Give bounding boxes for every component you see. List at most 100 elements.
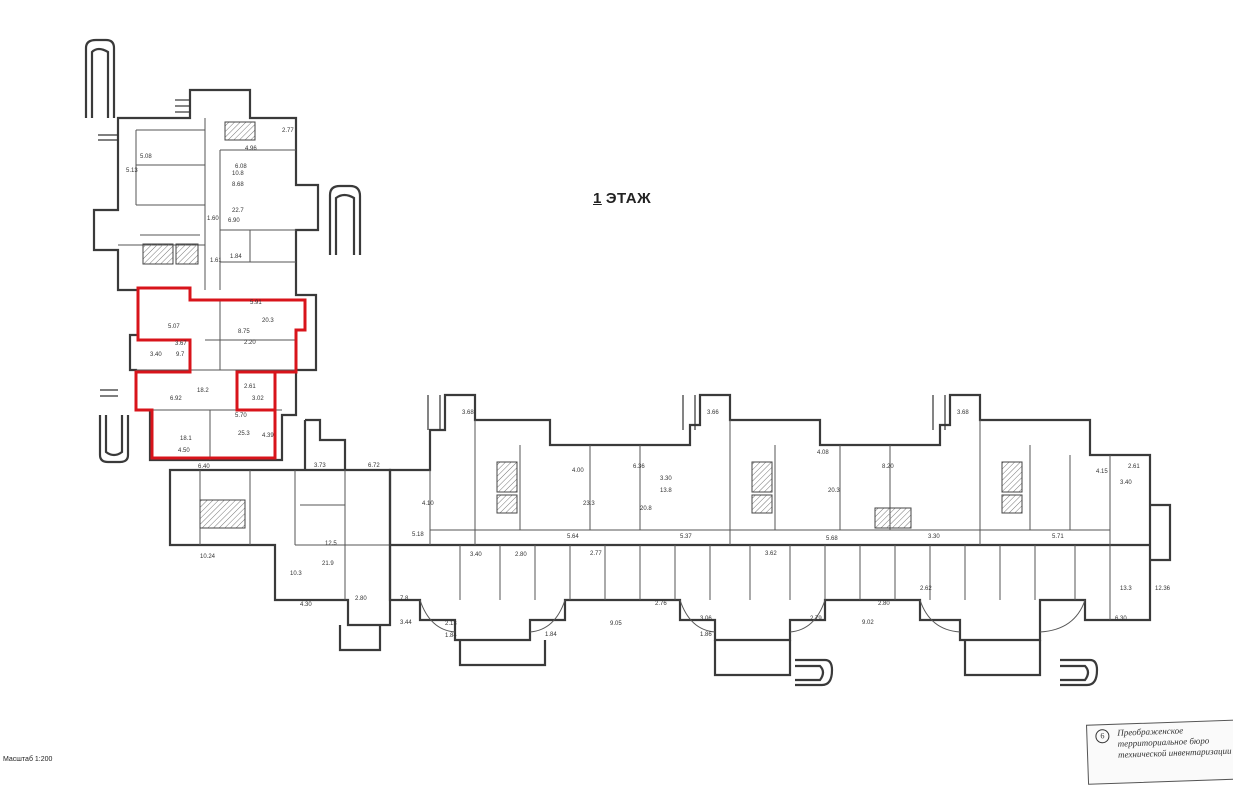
room-label: 12.5	[325, 541, 337, 547]
room-label: 1.84	[445, 633, 457, 639]
main-wing-partitions	[429, 420, 1111, 620]
room-label: 2.80	[355, 596, 367, 602]
room-label: 4.15	[1096, 469, 1108, 475]
bottom-ramp-2	[1060, 658, 1099, 687]
room-label: 3.66	[707, 410, 719, 416]
room-label: 2.77	[282, 128, 294, 134]
room-label: 23.3	[583, 501, 595, 507]
room-label: 4.08	[817, 450, 829, 456]
room-label: 4.00	[572, 468, 584, 474]
room-label: 2.80	[878, 601, 890, 607]
left-wing-outline	[92, 88, 320, 462]
room-label: 1.60	[207, 216, 219, 222]
room-label: 3.30	[928, 534, 940, 540]
room-label: 9.02	[862, 620, 874, 626]
room-label: 3.40	[1120, 480, 1132, 486]
room-label: 3.06	[700, 616, 712, 622]
floor-label: ЭТАЖ	[605, 190, 652, 207]
room-label: 2.20	[244, 340, 256, 346]
room-label: 5.08	[140, 154, 152, 160]
bay-windows	[419, 599, 1086, 633]
highlighted-room-small	[235, 370, 277, 412]
room-label: 25.3	[238, 431, 250, 437]
room-label: 5.68	[826, 536, 838, 542]
floor-number: 1	[593, 190, 602, 207]
room-label: 3.68	[462, 410, 474, 416]
room-label: 5.64	[567, 534, 579, 540]
room-label: 4.50	[178, 448, 190, 454]
central-stair	[874, 507, 912, 529]
room-label: 13.8	[660, 488, 672, 494]
elevator-2	[751, 494, 773, 514]
room-label: 2.62	[920, 586, 932, 592]
room-label: 2.13	[445, 621, 457, 627]
left-wing-elevator	[175, 243, 199, 265]
room-label: 5.13	[126, 168, 138, 174]
room-label: 5.91	[250, 300, 262, 306]
room-label: 2.79	[810, 616, 822, 622]
room-label: 20.8	[640, 506, 652, 512]
room-label: 2.61	[1128, 464, 1140, 470]
room-label: 2.80	[515, 552, 527, 558]
connector-stairwell	[199, 499, 246, 529]
room-label: 3.44	[400, 620, 412, 626]
room-labels: 5.08 5.13 4.96 2.77 10.8 8.68 6.08 22.7 6.90 1.60…	[126, 128, 1171, 639]
room-label: 6.40	[198, 464, 210, 470]
room-label: 3.30	[660, 476, 672, 482]
room-label: 20.3	[828, 488, 840, 494]
stair-core-1	[496, 461, 518, 493]
room-label: 2.76	[655, 601, 667, 607]
room-label: 13.3	[1120, 586, 1132, 592]
room-label: 3.73	[314, 463, 326, 469]
room-label: 5.70	[235, 413, 247, 419]
room-label: 6.90	[228, 218, 240, 224]
room-label: 21.9	[322, 561, 334, 567]
scale-label: Масштаб 1:200	[3, 756, 53, 763]
room-label: 5.37	[680, 534, 692, 540]
room-label: 8.20	[882, 464, 894, 470]
room-label: 20.3	[262, 318, 274, 324]
room-label: 1.84	[230, 254, 242, 260]
left-wing-stairs	[98, 99, 190, 397]
room-label: 1.86	[700, 632, 712, 638]
room-label: 9.05	[610, 621, 622, 627]
bottom-ramp-1	[795, 658, 834, 687]
floor-plan: 5.08 5.13 4.96 2.77 10.8 8.68 6.08 22.7 6.90 1.60…	[84, 38, 1172, 687]
room-label: 6.92	[170, 396, 182, 402]
stair-core-3	[1001, 461, 1023, 493]
room-label: 5.07	[168, 324, 180, 330]
room-label: 5.71	[1052, 534, 1064, 540]
entrance-ramp-left	[98, 415, 130, 464]
connector-block	[168, 418, 392, 652]
room-label: 4.10	[422, 501, 434, 507]
elevator-1	[496, 494, 518, 514]
room-label: 3.02	[252, 396, 264, 402]
room-label: 22.7	[232, 208, 244, 214]
left-wing-shaft	[224, 121, 256, 141]
room-label: 5.18	[412, 532, 424, 538]
room-label: 6.30	[1115, 616, 1127, 622]
room-label: 1.84	[545, 632, 557, 638]
highlighted-premises	[134, 286, 307, 460]
room-label: 4.96	[245, 146, 257, 152]
room-label: 1.61	[210, 258, 222, 264]
room-label: 3.67	[175, 341, 187, 347]
room-label: 18.2	[197, 388, 209, 394]
room-label: 3.62	[765, 551, 777, 557]
room-label: 10.3	[290, 571, 302, 577]
main-wing	[388, 393, 1172, 687]
left-wing	[84, 38, 362, 464]
room-label: 3.40	[470, 552, 482, 558]
room-label: 6.08	[235, 164, 247, 170]
room-label: 10.8	[232, 171, 244, 177]
room-label: 2.77	[590, 551, 602, 557]
room-label: 2.61	[244, 384, 256, 390]
entrance-ramp-right	[328, 184, 362, 255]
main-wing-outline	[388, 393, 1152, 642]
room-label: 8.75	[238, 329, 250, 335]
room-label: 18.1	[180, 436, 192, 442]
room-label: 8.68	[232, 182, 244, 188]
room-label: 3.68	[957, 410, 969, 416]
left-wing-stairwell	[142, 243, 174, 265]
